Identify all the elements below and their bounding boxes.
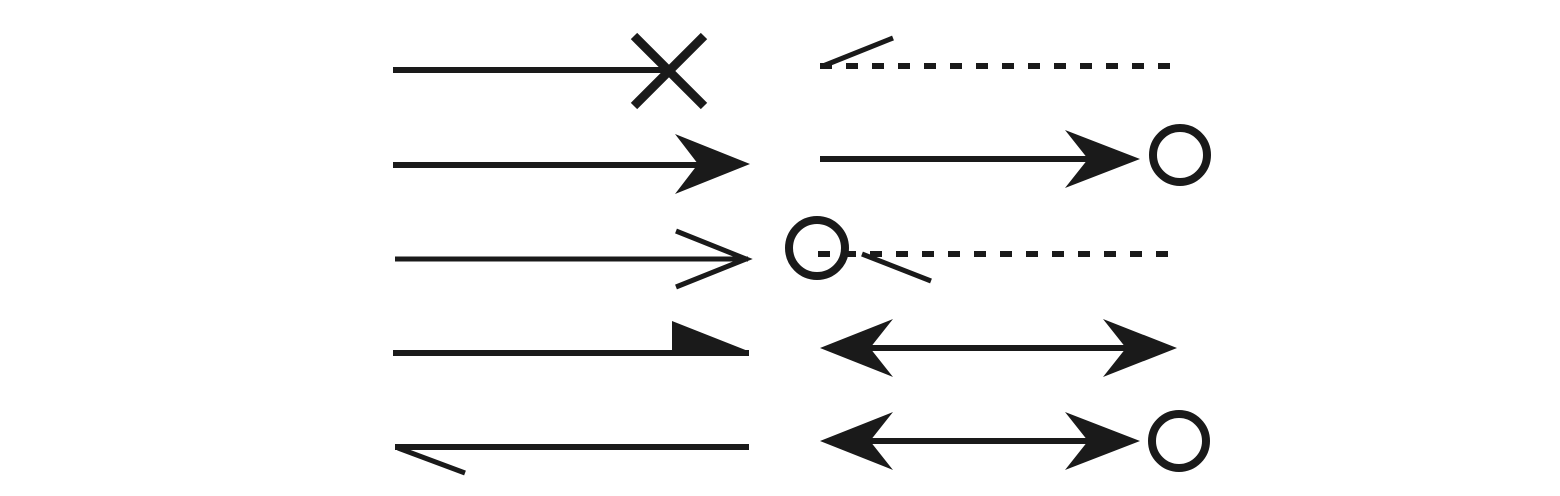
circle-icon: [1148, 410, 1210, 472]
filled-arrowhead-icon: [1065, 130, 1140, 188]
left-arrowhead-icon: [820, 412, 893, 470]
filled-arrow-with-circle: [820, 124, 1211, 188]
half-barb-icon: [822, 35, 894, 69]
x-mark-icon: [630, 32, 708, 110]
half-arrowhead-icon: [672, 321, 748, 351]
filled-arrowhead-icon: [675, 134, 750, 194]
double-filled-arrow: [820, 319, 1177, 377]
circle-dashed-half-barb-line: [785, 216, 1177, 284]
left-arrowhead-icon: [820, 319, 893, 377]
x-terminated-line: [393, 32, 708, 110]
right-arrowhead-icon: [1065, 412, 1140, 470]
filled-arrow: [393, 134, 750, 194]
open-arrow: [395, 228, 753, 290]
half-barb-icon: [861, 251, 932, 284]
open-arrowhead-icon: [675, 228, 753, 290]
dashed-half-barb-line: [820, 35, 1177, 69]
half-barb-icon: [397, 445, 466, 476]
right-arrowhead-icon: [1103, 319, 1177, 377]
double-arrow-with-circle: [820, 410, 1210, 472]
upper-half-arrow: [393, 321, 749, 356]
circle-icon: [1149, 124, 1211, 186]
circle-icon: [785, 216, 849, 280]
lower-half-barb-line: [395, 444, 749, 476]
